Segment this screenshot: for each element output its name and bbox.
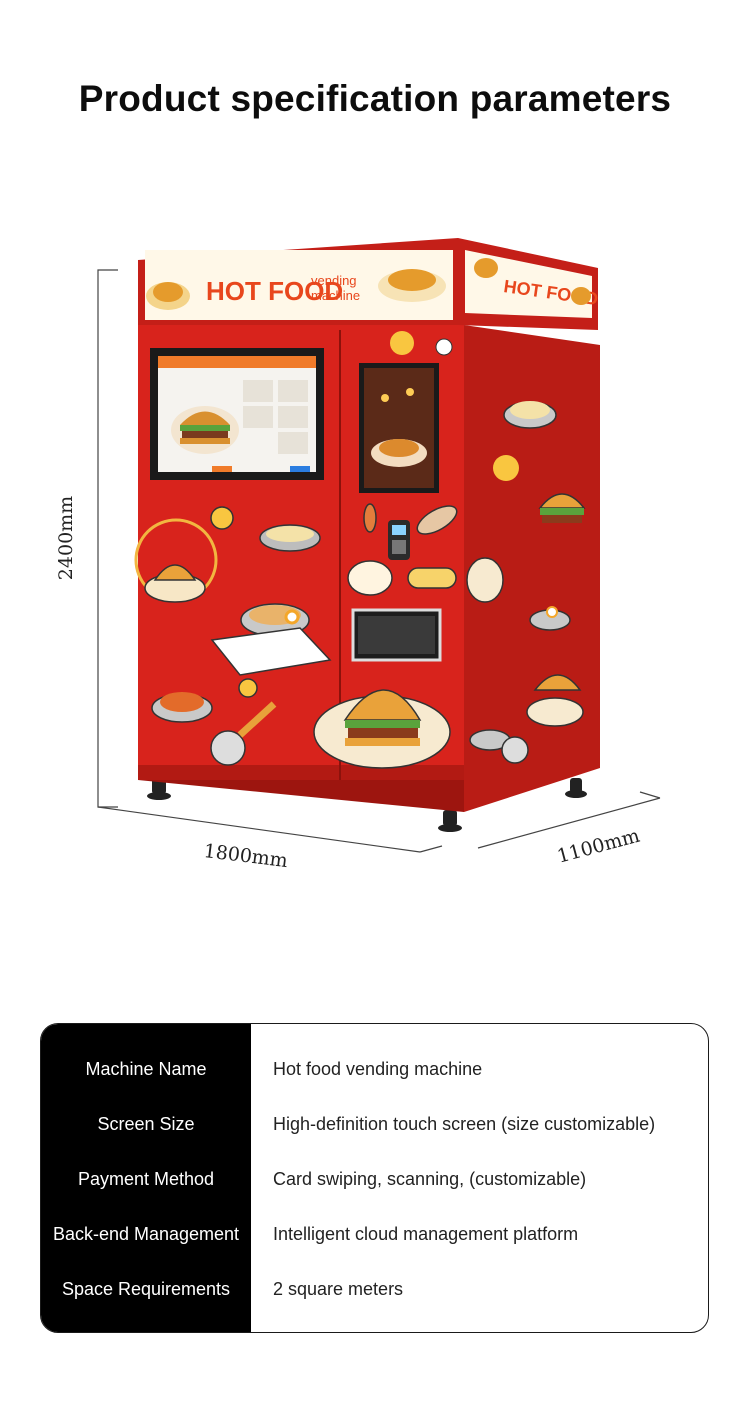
depth-dimension: 1100mm	[555, 825, 642, 868]
side-food-art	[466, 401, 586, 764]
spec-row-screen-size: Screen Size High-definition touch screen…	[41, 1097, 708, 1152]
sign-subtitle-line1: vending	[311, 273, 357, 288]
spec-value: Intelligent cloud management platform	[273, 1224, 579, 1244]
machine-feet	[147, 778, 587, 832]
spec-label: Back-end Management	[52, 1224, 240, 1244]
spec-value: 2 square meters	[273, 1279, 404, 1299]
spec-label: Machine Name	[85, 1059, 207, 1079]
sign-subtitle-line2: machine	[311, 288, 360, 303]
height-dimension: 2400mm	[55, 496, 77, 580]
spec-row-space-requirements: Space Requirements 2 square meters	[41, 1262, 708, 1317]
spec-label-column	[41, 1024, 251, 1332]
dimension-lines	[97, 269, 661, 853]
spec-value: Card swiping, scanning, (customizable)	[273, 1169, 587, 1189]
spec-row-backend-management: Back-end Management Intelligent cloud ma…	[41, 1207, 708, 1262]
page-title: Product specification parameters	[78, 78, 672, 119]
spec-label: Space Requirements	[61, 1279, 231, 1299]
door-display	[364, 368, 434, 488]
vending-machine-illustration: 2400mm 1800mm 1100mm HOT FOOD vending ma…	[55, 238, 661, 872]
spec-label: Screen Size	[97, 1114, 195, 1134]
spec-value: Hot food vending machine	[273, 1059, 483, 1079]
specification-table: Machine Name Hot food vending machine Sc…	[40, 1023, 709, 1333]
spec-row-machine-name: Machine Name Hot food vending machine	[41, 1042, 708, 1097]
spec-row-payment-method: Payment Method Card swiping, scanning, (…	[41, 1152, 708, 1207]
spec-value: High-definition touch screen (size custo…	[273, 1114, 656, 1134]
spec-label: Payment Method	[77, 1169, 215, 1189]
width-dimension: 1800mm	[203, 840, 289, 872]
decorative-food-art	[134, 331, 458, 769]
sign-title: HOT FOOD	[206, 276, 343, 306]
